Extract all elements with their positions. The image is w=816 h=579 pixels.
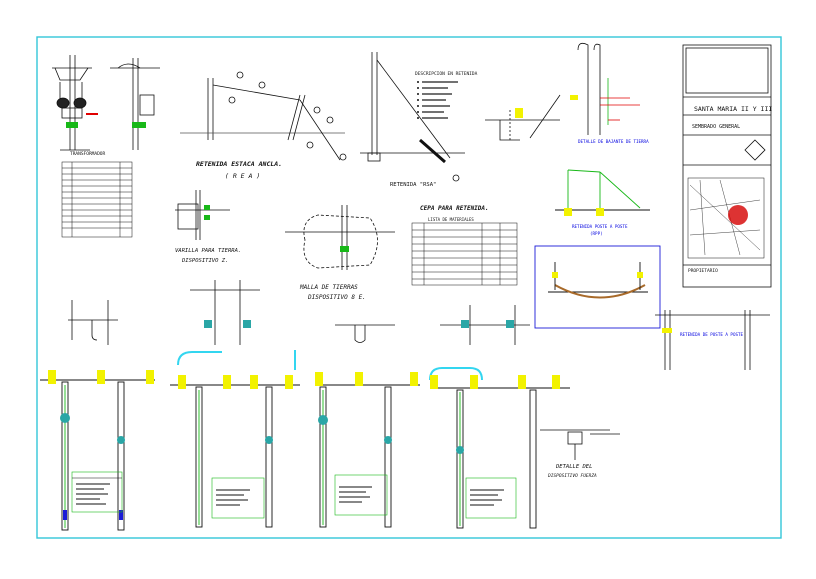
transformer-material-table <box>61 161 133 238</box>
pole-elevation-4-table <box>465 477 517 519</box>
ground-mesh-title: MALLA DE TIERRAS <box>299 284 358 291</box>
guy-description-title: DESCRIPCION EN RETENIDA <box>415 71 478 77</box>
pole-to-pole-guy-subtitle: (RPP) <box>590 231 603 236</box>
guy-trench-material-table <box>411 222 518 286</box>
guy-anchor-subtitle: ( R E A ) <box>225 172 260 180</box>
hardware-sketches <box>68 280 530 345</box>
project-subtitle: SEMBRADO GENERAL <box>692 124 740 130</box>
pole-to-pole-guy-detail <box>555 169 650 216</box>
guy-trench-title: CEPA PARA RETENIDA. <box>420 205 489 212</box>
pole-elevation-1 <box>40 370 155 531</box>
guy-description-list <box>417 81 419 119</box>
ground-mesh-subtitle: DISPOSITIVO 8 E. <box>307 294 366 301</box>
guy-anchor-title: RETENIDA ESTACA ANCLA. <box>196 160 282 168</box>
transformer-pole-detail <box>52 55 98 151</box>
ground-rod-title: VARILLA PARA TIERRA. <box>175 248 241 254</box>
pole-elevation-3-table <box>334 474 388 516</box>
owner-label: PROPIETARIO <box>688 268 718 274</box>
force-device-detail <box>540 429 620 460</box>
transformer-label: TRANSFORMADOR <box>70 151 106 157</box>
transformer-side-detail <box>110 58 160 150</box>
pole-elevation-2 <box>170 350 300 528</box>
force-device-subtitle: DISPOSITIVO FUERZA <box>547 473 597 479</box>
project-title: SANTA MARIA II Y III <box>694 105 772 113</box>
pole-elevation-2-table <box>211 477 265 519</box>
guy-anchor-detail <box>180 71 347 161</box>
guy-description-lines <box>422 81 458 119</box>
sheet-border <box>36 36 782 539</box>
ground-mesh-detail <box>285 205 395 270</box>
ground-lead-title: DETALLE DE BAJANTE DE TIERRA <box>578 139 649 144</box>
pole-to-pole-guy-title: RETENIDA POSTE A POSTE <box>572 224 628 229</box>
force-device-title: DETALLE DEL <box>555 464 592 470</box>
ground-rod-detail <box>175 190 230 240</box>
cross-section-frame <box>534 245 661 329</box>
pole-elevation-3 <box>315 372 420 528</box>
title-block-location-map <box>687 177 765 259</box>
right-pole-to-pole-detail <box>655 310 770 370</box>
ground-lead-detail <box>570 42 640 135</box>
anchor-section-detail <box>485 94 561 141</box>
pole-elevation-4 <box>429 367 570 529</box>
rsa-guy-detail <box>360 52 465 182</box>
title-block <box>682 44 772 288</box>
pole-elevation-1-table <box>71 471 123 513</box>
ground-rod-subtitle: DISPOSITIVO Z. <box>181 258 228 264</box>
right-pole-to-pole-title: RETENIDA DE POSTE A POSTE <box>680 332 744 337</box>
rsa-guy-title: RETENIDA "RSA" <box>390 182 436 188</box>
guy-trench-table-title: LISTA DE MATERIALES <box>428 217 474 222</box>
